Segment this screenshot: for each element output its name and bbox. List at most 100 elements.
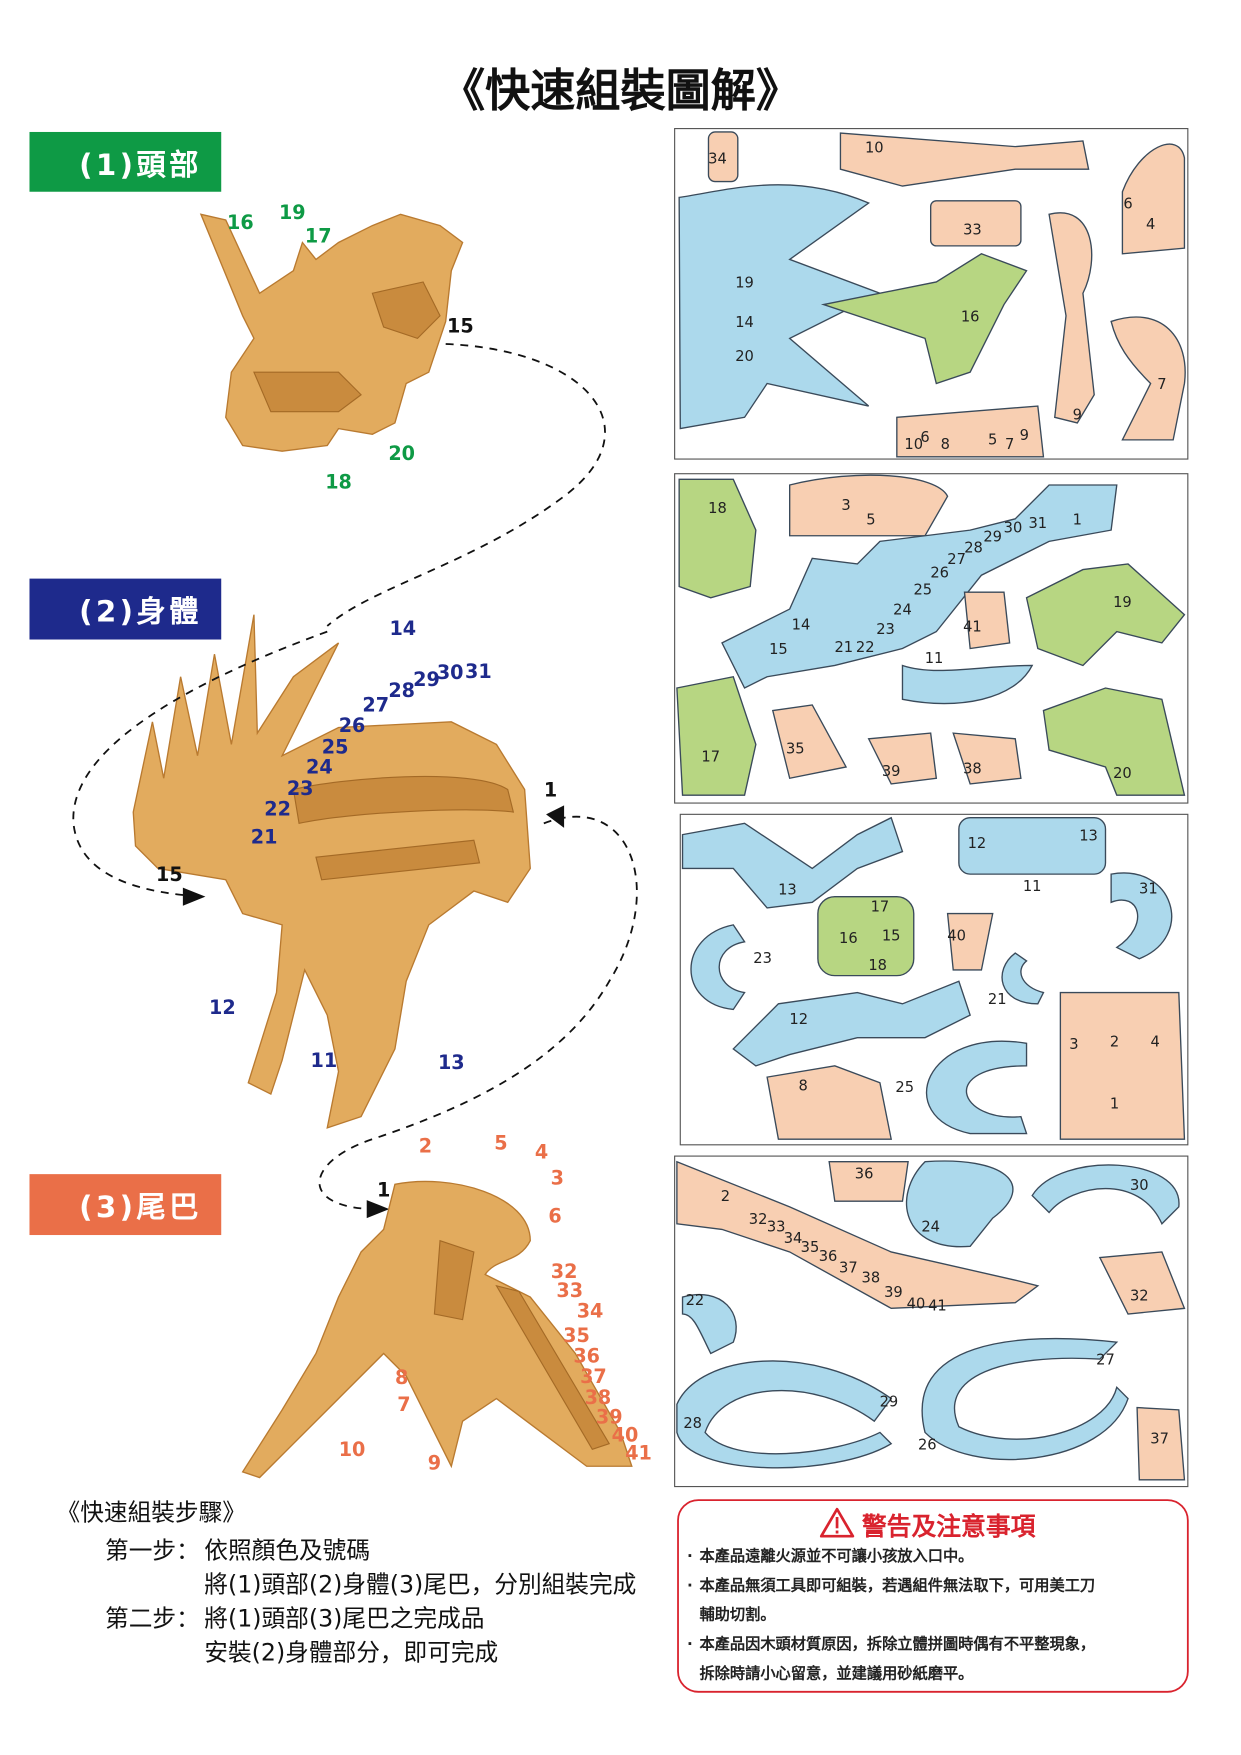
parts-sheet-3	[679, 813, 1189, 1146]
part-number-label: 40	[612, 1423, 639, 1446]
part-number-label: 13	[778, 881, 797, 898]
part-number-label: 11	[1023, 878, 1042, 895]
part-number-label: 18	[325, 470, 352, 493]
part-number-label: 25	[913, 581, 932, 598]
part-number-label: 10	[339, 1438, 366, 1461]
part-number-label: 14	[735, 314, 754, 331]
connector-body-loop-right	[318, 815, 638, 1211]
part-number-label: 5	[988, 431, 997, 448]
part-number-label: 29	[880, 1393, 899, 1410]
bullet: ·	[687, 1547, 693, 1565]
part-number-label: 31	[465, 660, 492, 683]
part-number-label: 14	[792, 616, 811, 633]
section-body-label: (2)身體	[79, 594, 202, 628]
section-body-header: (2)身體	[29, 578, 222, 640]
warning-icon	[819, 1507, 855, 1538]
part-number-label: 35	[801, 1239, 820, 1256]
part-number-label: 15	[882, 928, 901, 945]
part-number-label: 2	[721, 1188, 730, 1205]
part-number-label: 32	[749, 1211, 768, 1228]
section-head-label: (1)頭部	[79, 148, 202, 182]
part-number-label: 13	[438, 1051, 465, 1074]
part-number-label: 23	[876, 621, 895, 638]
warning-item-2-cont: 輔助切割。	[699, 1606, 775, 1624]
part-number-label: 37	[1150, 1431, 1169, 1448]
part-number-label: 1	[1110, 1096, 1119, 1113]
head-assembly-illustration	[199, 213, 464, 452]
section-tail-header: (3)尾巴	[29, 1174, 222, 1236]
part-number-label: 25	[895, 1079, 914, 1096]
part-number-label: 9	[1073, 407, 1082, 424]
part-number-label: 27	[362, 694, 389, 717]
step2-label: 第二步：	[105, 1604, 200, 1632]
part-number-label: 9	[1020, 427, 1029, 444]
part-number-label: 28	[964, 540, 983, 557]
bullet: ·	[687, 1635, 693, 1653]
part-number-label: 22	[856, 639, 875, 656]
part-number-label: 19	[735, 275, 754, 292]
part-number-label: 40	[947, 928, 966, 945]
part-number-label: 41	[625, 1441, 652, 1464]
body-assembly-illustration	[132, 614, 531, 1129]
part-number-label: 6	[1123, 196, 1132, 213]
part-number-label: 36	[573, 1344, 600, 1367]
part-number-label: 21	[251, 826, 278, 849]
part-number-label: 32	[551, 1260, 578, 1283]
part-number-label: 16	[961, 308, 980, 325]
step1-label: 第一步：	[105, 1537, 200, 1565]
part-number-label: 33	[767, 1219, 786, 1236]
arrow-icon	[182, 887, 206, 906]
part-number-label: 26	[339, 714, 366, 737]
part-number-label: 7	[397, 1393, 410, 1416]
part-number-label: 12	[209, 996, 236, 1019]
part-number-label: 8	[395, 1366, 408, 1389]
part-number-label: 36	[855, 1166, 874, 1183]
part-number-label: 18	[708, 500, 727, 517]
part-number-label: 36	[819, 1248, 838, 1265]
part-number-label: 2	[419, 1135, 432, 1158]
steps-heading: 《快速組裝步驟》	[57, 1498, 246, 1526]
connector-head-to-body	[326, 343, 606, 627]
part-number-label: 12	[789, 1011, 808, 1028]
part-number-label: 19	[1113, 594, 1132, 611]
part-number-label: 6	[548, 1205, 561, 1228]
part-number-label: 26	[930, 564, 949, 581]
part-number-label: 17	[305, 224, 332, 247]
part-number-label: 3	[1069, 1036, 1078, 1053]
part-number-label: 1	[544, 778, 557, 801]
warning-item-1: 本產品遠離火源並不可讓小孩放入口中。	[699, 1547, 973, 1565]
part-number-label: 34	[784, 1230, 803, 1247]
part-number-label: 20	[388, 442, 415, 465]
part-number-label: 11	[311, 1049, 338, 1072]
part-number-label: 8	[941, 436, 950, 453]
part-number-label: 21	[988, 991, 1007, 1008]
part-number-label: 15	[447, 315, 474, 338]
part-number-label: 27	[947, 551, 966, 568]
part-number-label: 20	[1113, 765, 1132, 782]
part-number-label: 4	[1146, 216, 1155, 233]
part-number-label: 29	[983, 528, 1002, 545]
part-number-label: 22	[264, 797, 291, 820]
part-number-label: 4	[1150, 1034, 1159, 1051]
parts-sheet-1	[674, 128, 1189, 460]
part-number-label: 32	[1130, 1287, 1149, 1304]
step1-line2: 將(1)頭部(2)身體(3)尾巴，分別組裝完成	[204, 1571, 636, 1599]
part-number-label: 18	[868, 957, 887, 974]
part-number-label: 41	[963, 619, 982, 636]
step1-line1: 依照顏色及號碼	[204, 1537, 370, 1565]
part-number-label: 5	[494, 1131, 507, 1154]
part-number-label: 3	[551, 1166, 564, 1189]
part-number-label: 30	[1130, 1177, 1149, 1194]
part-number-label: 26	[918, 1436, 937, 1453]
part-number-label: 33	[963, 222, 982, 239]
part-number-label: 11	[925, 650, 944, 667]
part-number-label: 13	[1079, 827, 1098, 844]
part-number-label: 24	[306, 756, 333, 779]
part-number-label: 39	[596, 1405, 623, 1428]
part-number-label: 34	[577, 1299, 604, 1322]
part-number-label: 25	[322, 735, 349, 758]
part-number-label: 28	[683, 1415, 702, 1432]
part-number-label: 34	[708, 151, 727, 168]
part-number-label: 20	[735, 348, 754, 365]
